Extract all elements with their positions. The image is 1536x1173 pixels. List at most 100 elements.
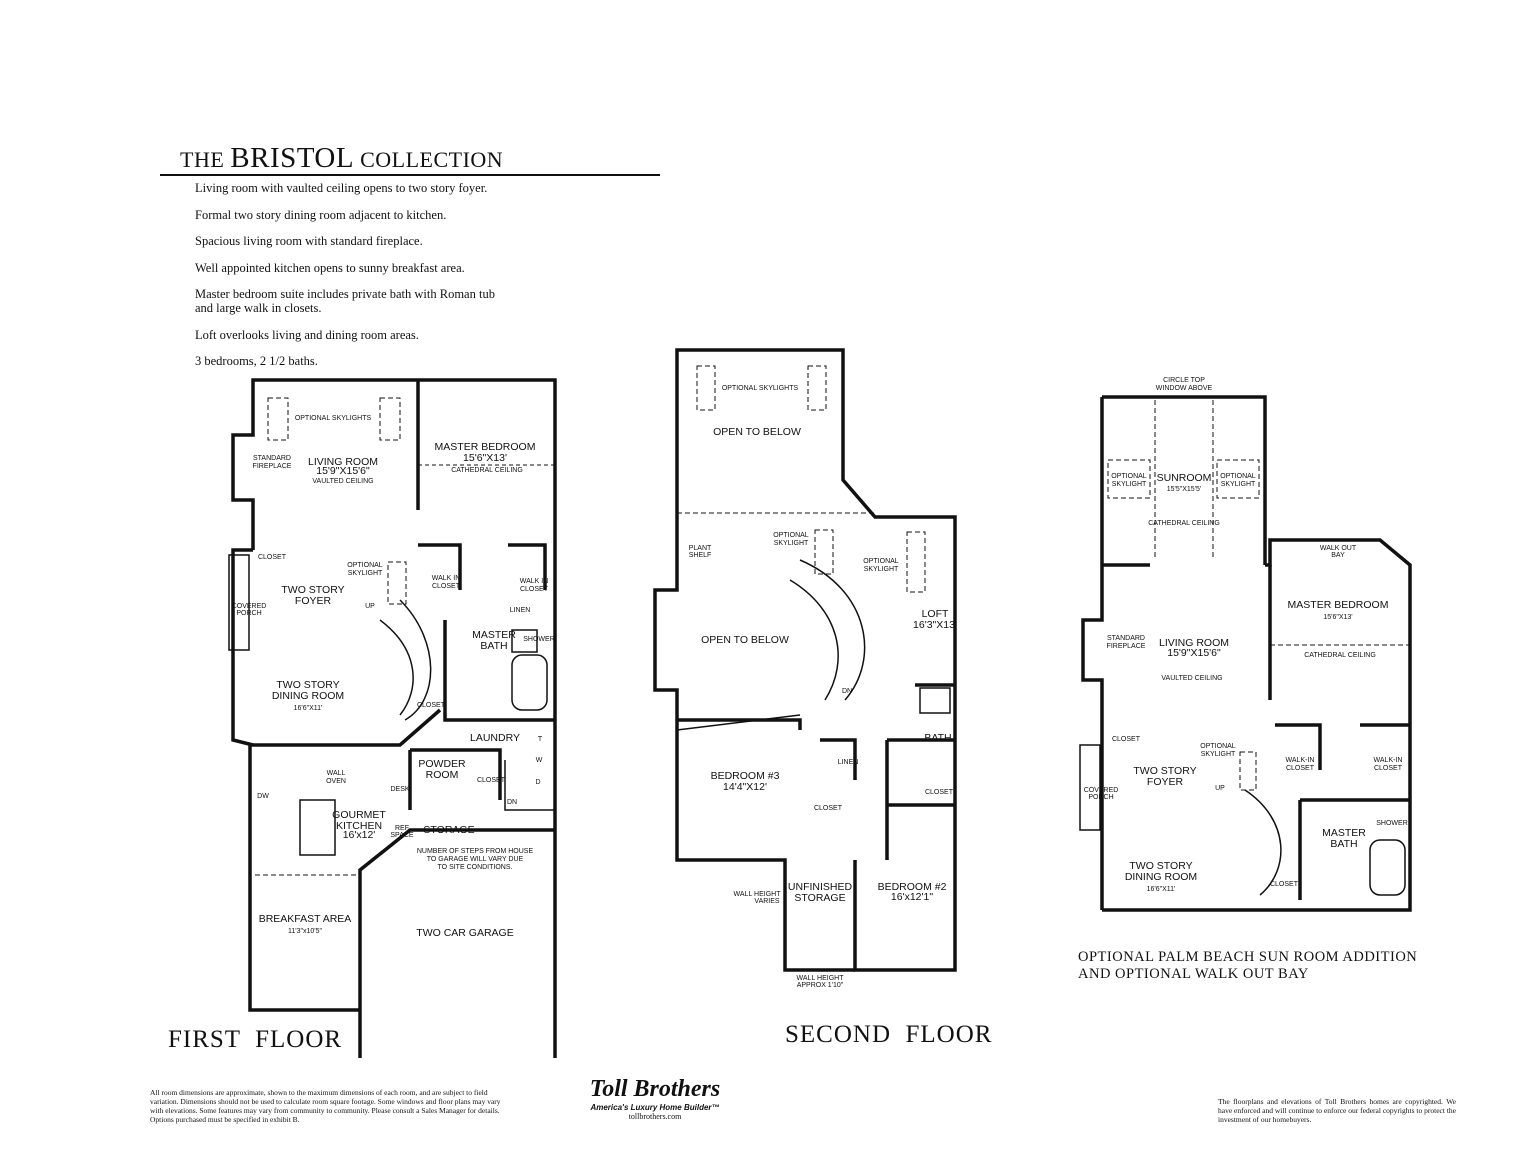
option-caption: AND OPTIONAL WALK OUT BAY: [1078, 966, 1309, 982]
down-label: DN: [507, 799, 517, 806]
open-to-below-label: OPEN TO BELOW: [713, 426, 801, 438]
up-label: UP: [1215, 785, 1225, 792]
closet-label: CLOSET: [477, 777, 506, 784]
plant-shelf-label: PLANT: [689, 545, 712, 552]
steps-note: TO GARAGE WILL VARY DUE: [427, 856, 524, 863]
walk-in-closet-label: WALK-IN: [1374, 757, 1403, 764]
master-bath-label: BATH: [480, 640, 507, 652]
cathedral-ceiling-label: CATHEDRAL CEILING: [1148, 520, 1220, 527]
optional-skylight-label: OPTIONAL: [1200, 743, 1236, 750]
living-room-label: LIVING ROOM: [308, 456, 378, 468]
walk-in-closet-label: WALK IN: [520, 578, 549, 585]
living-room-ceiling: VAULTED CEILING: [312, 478, 373, 485]
loft-label: LOFT: [922, 608, 949, 620]
dining-room-dimensions: 16'6"X11': [294, 705, 323, 712]
master-bath-label: MASTER: [472, 629, 516, 641]
master-bedroom-ceiling: CATHEDRAL CEILING: [451, 467, 523, 474]
covered-porch-label: COVERED: [232, 603, 267, 610]
walk-in-closet-label: CLOSET: [432, 583, 461, 590]
second-floor-title: SECOND FLOOR: [785, 1021, 992, 1048]
first-floor-title: FIRST FLOOR: [168, 1026, 342, 1053]
master-bath-label: MASTER: [1322, 827, 1366, 839]
optional-skylight-label: OPTIONAL: [1220, 473, 1256, 480]
dining-room-label: TWO STORY: [276, 679, 339, 691]
disclaimer-text: All room dimensions are approximate, sho…: [150, 1088, 501, 1124]
feature-item: Master bedroom suite includes private ba…: [195, 287, 495, 315]
closet-label: CLOSET: [1112, 736, 1141, 743]
feature-list: Living room with vaulted ceiling opens t…: [195, 181, 515, 381]
bedroom-3-dimensions: 14'4"X12': [723, 781, 767, 793]
garage-label: TWO CAR GARAGE: [416, 927, 513, 939]
kitchen-label: KITCHEN: [336, 820, 382, 832]
wall-oven-label: OVEN: [326, 778, 346, 785]
optional-skylight-label: SKYLIGHT: [1112, 481, 1147, 488]
fireplace-label: STANDARD: [253, 455, 291, 462]
wall-height-label: WALL HEIGHT: [797, 975, 845, 982]
fireplace-label: STANDARD: [1107, 635, 1145, 642]
first-floor-labels: OPTIONAL SKYLIGHTS STANDARD FIREPLACE LI…: [168, 415, 555, 1053]
foyer-label: TWO STORY: [281, 584, 344, 596]
washer-tub-label: T: [538, 736, 543, 743]
walk-in-closet-label: WALK-IN: [1286, 757, 1315, 764]
optional-skylight-label: OPTIONAL: [863, 558, 899, 565]
title-main: BRISTOL: [230, 142, 355, 174]
laundry-label: LAUNDRY: [470, 732, 520, 744]
bedroom-2-label: BEDROOM #2: [878, 881, 947, 893]
fireplace-label: FIREPLACE: [253, 463, 292, 470]
circle-top-label: WINDOW ABOVE: [1156, 385, 1213, 392]
covered-porch-label: PORCH: [1088, 794, 1113, 801]
title-suffix: COLLECTION: [360, 147, 504, 172]
dryer-label: D: [535, 779, 540, 786]
feature-item: 3 bedrooms, 2 1/2 baths.: [195, 354, 318, 368]
optional-skylight-label: SKYLIGHT: [1201, 751, 1236, 758]
walk-out-bay-label: BAY: [1331, 552, 1345, 559]
foyer-label: TWO STORY: [1133, 765, 1196, 777]
walk-in-closet-label: WALK IN: [432, 575, 461, 582]
walk-out-bay-label: WALK OUT: [1320, 545, 1357, 552]
brand-name: Toll Brothers: [589, 1076, 721, 1102]
walk-in-closet-label: CLOSET: [1286, 765, 1315, 772]
living-room-dimensions: 15'9"X15'6": [1167, 647, 1221, 659]
living-room-dimensions: 15'9"X15'6": [316, 465, 370, 477]
living-room-label: LIVING ROOM: [1159, 637, 1229, 649]
fireplace-label: FIREPLACE: [1107, 643, 1146, 650]
second-floor-labels: OPTIONAL SKYLIGHTS OPEN TO BELOW PLANT S…: [689, 385, 992, 1048]
optional-skylights-label: OPTIONAL SKYLIGHTS: [295, 415, 372, 422]
optional-skylights-label: OPTIONAL SKYLIGHTS: [722, 385, 799, 392]
circle-top-label: CIRCLE TOP: [1163, 377, 1205, 384]
ref-space-label: REF: [395, 825, 409, 832]
wall-height-label: APPROX 1'10": [797, 982, 844, 989]
cathedral-ceiling-label: CATHEDRAL CEILING: [1304, 652, 1376, 659]
feature-item: Spacious living room with standard firep…: [195, 234, 423, 248]
brand-tagline: America's Luxury Home Builder™: [590, 1103, 720, 1112]
breakfast-area-label: BREAKFAST AREA: [259, 913, 352, 925]
optional-skylight-label: SKYLIGHT: [774, 540, 809, 547]
sunroom-label: SUNROOM: [1157, 472, 1212, 484]
vaulted-ceiling-label: VAULTED CEILING: [1161, 675, 1222, 682]
foyer-label: FOYER: [1147, 776, 1184, 788]
closet-label: CLOSET: [925, 789, 954, 796]
closet-label: CLOSET: [1270, 881, 1299, 888]
optional-skylight-label: OPTIONAL: [347, 562, 383, 569]
unfinished-storage-label: STORAGE: [794, 892, 845, 904]
optional-skylight-label: SKYLIGHT: [864, 566, 899, 573]
master-bedroom-dimensions: 15'6"X13': [1323, 614, 1352, 621]
optional-skylight-label: OPTIONAL: [773, 532, 809, 539]
feature-item: Living room with vaulted ceiling opens t…: [195, 181, 488, 195]
storage-label: STORAGE: [423, 824, 474, 836]
powder-room-label: POWDER: [418, 758, 466, 770]
kitchen-dimensions: 16'x12': [343, 829, 376, 841]
copyright-text: The floorplans and elevations of Toll Br…: [1218, 1097, 1456, 1124]
steps-note: NUMBER OF STEPS FROM HOUSE: [417, 848, 534, 855]
second-floor-walls: [653, 348, 957, 972]
dining-room-label: DINING ROOM: [272, 690, 344, 702]
down-label: DN: [842, 688, 852, 695]
dining-room-label: DINING ROOM: [1125, 871, 1197, 883]
linen-label: LINEN: [838, 759, 859, 766]
master-bedroom-dimensions: 15'6"X13': [463, 452, 507, 464]
bath-label: BATH: [924, 732, 951, 744]
wall-height-label: WALL HEIGHT: [734, 891, 782, 898]
ref-space-label: SPACE: [390, 832, 414, 839]
title-prefix: THE: [180, 147, 225, 172]
dining-room-label: TWO STORY: [1129, 860, 1192, 872]
